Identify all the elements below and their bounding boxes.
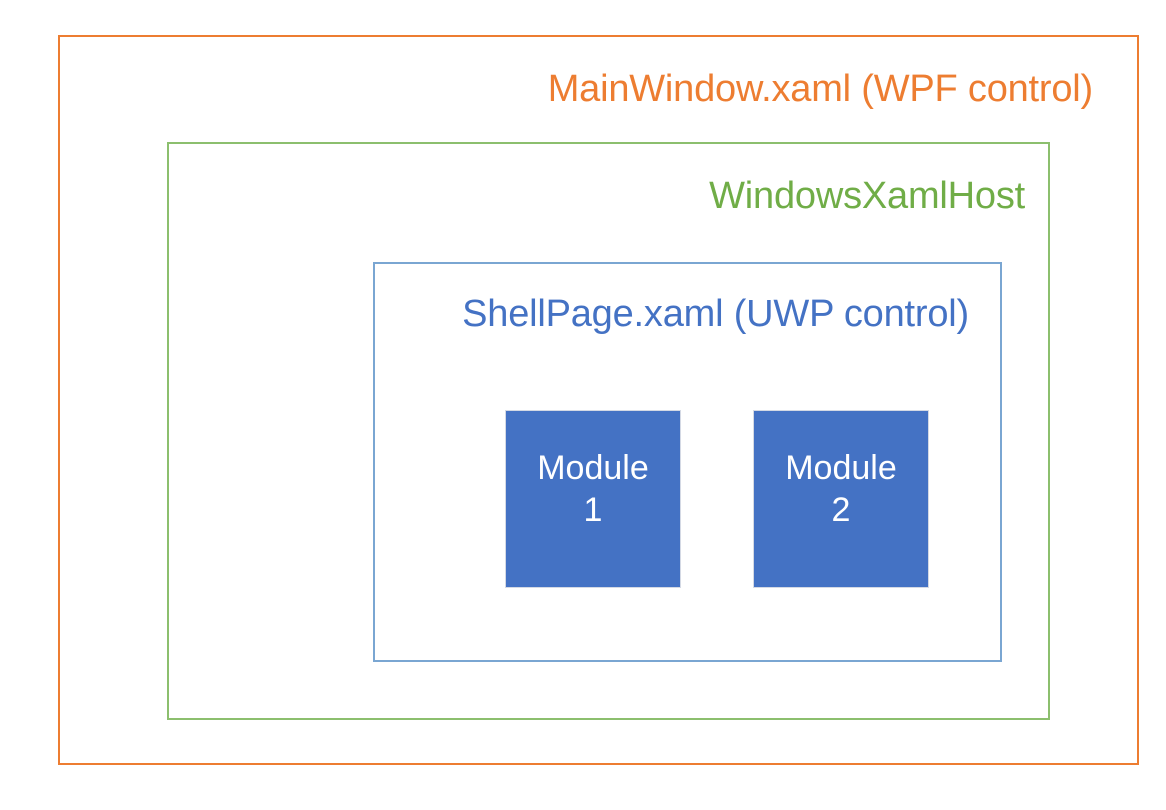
windows-xaml-host-box: WindowsXamlHost ShellPage.xaml (UWP cont… xyxy=(167,142,1050,720)
module-tile-2-name: Module xyxy=(785,449,897,487)
module-tile-1-number: 1 xyxy=(583,491,603,529)
shellpage-container-label: ShellPage.xaml (UWP control) xyxy=(462,293,969,335)
module-tile-1-name: Module xyxy=(537,449,649,487)
shellpage-container-box: ShellPage.xaml (UWP control) Module 1 Mo… xyxy=(373,262,1002,662)
wpf-container-box: MainWindow.xaml (WPF control) WindowsXam… xyxy=(58,35,1139,765)
module-tile-2: Module 2 xyxy=(753,410,929,588)
wpf-container-label: MainWindow.xaml (WPF control) xyxy=(547,68,1094,110)
module-tile-2-number: 2 xyxy=(831,491,851,529)
windows-xaml-host-label: WindowsXamlHost xyxy=(709,175,1025,217)
module-tile-1: Module 1 xyxy=(505,410,681,588)
